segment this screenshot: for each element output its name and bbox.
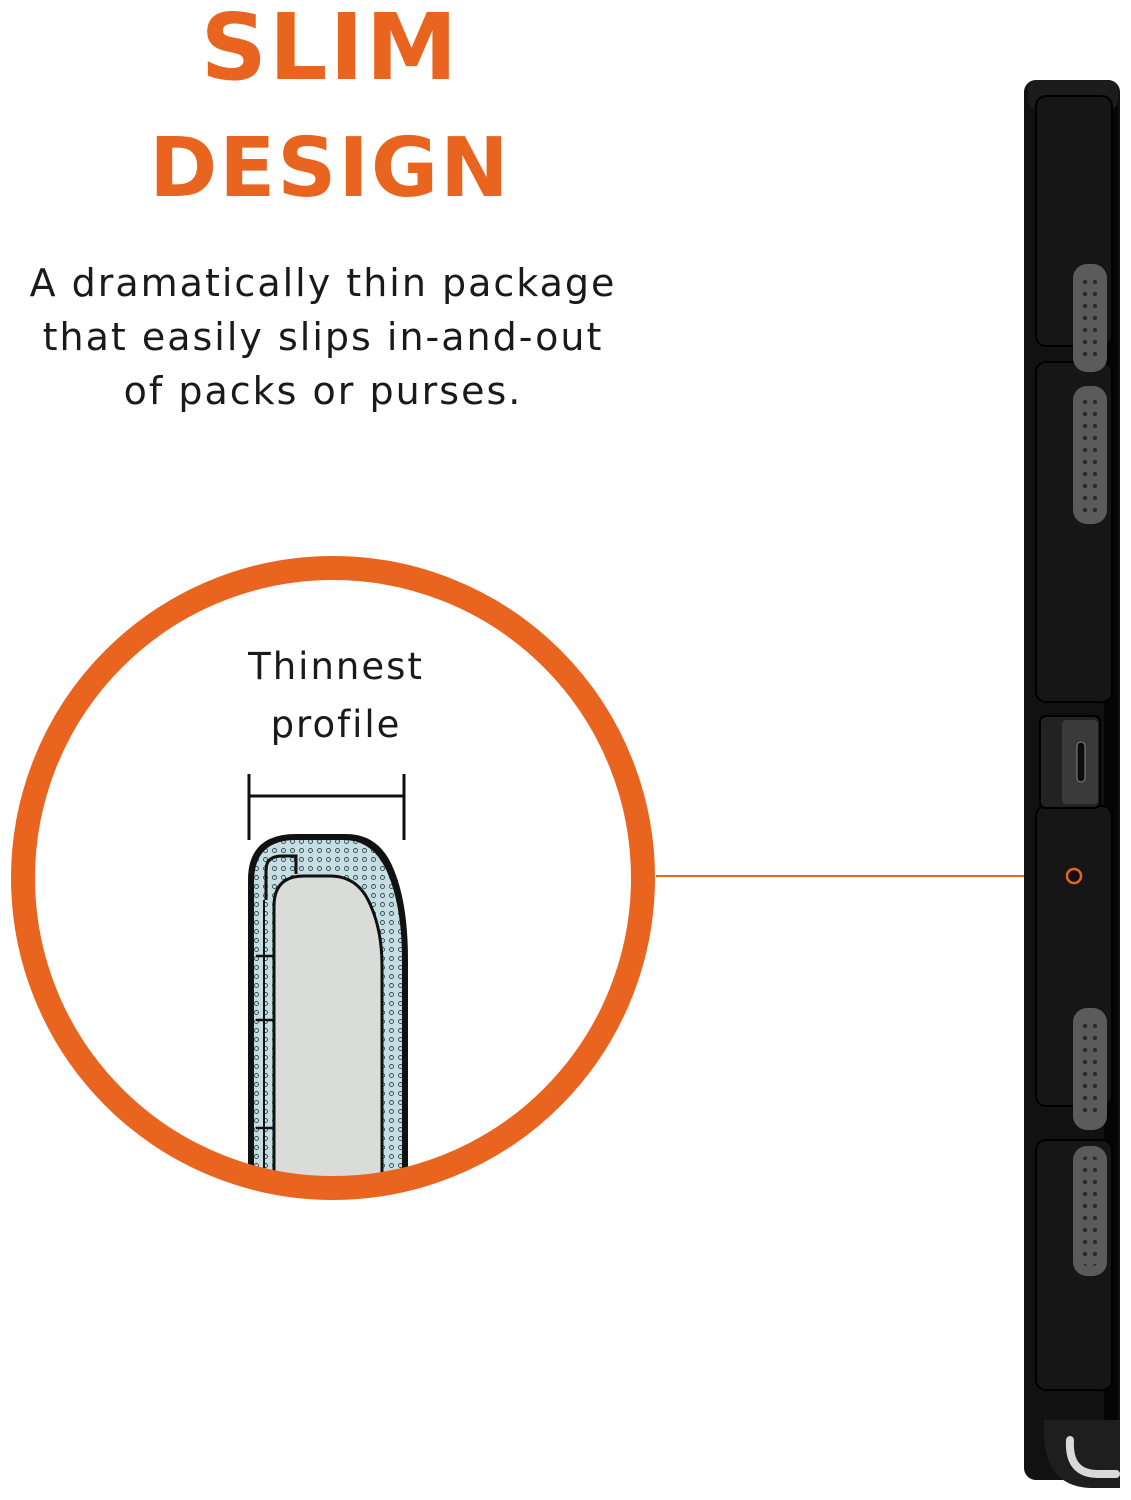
headline-slim: SLIM — [200, 0, 460, 101]
tagline-line-3: of packs or purses. — [123, 369, 523, 413]
usb-c-port-icon — [1039, 715, 1101, 809]
callout-label-profile: profile — [270, 703, 402, 746]
grip-lower-2 — [1073, 1146, 1107, 1276]
callout-marker-dot — [1065, 867, 1083, 885]
thickness-dimension-bracket — [247, 774, 406, 840]
headline-design: DESIGN — [149, 121, 511, 216]
magnifier-ring — [11, 556, 655, 1200]
cross-section-detail — [248, 834, 408, 1188]
tablet-case-side-view — [1024, 80, 1120, 1488]
grip-upper-2 — [1073, 386, 1107, 524]
grip-upper-1 — [1073, 264, 1107, 372]
pencil-strap-loop — [1043, 1420, 1120, 1488]
tagline-line-2: that easily slips in-and-out — [42, 315, 604, 359]
callout-label-thinnest: Thinnest — [248, 645, 424, 688]
grip-lower-1 — [1073, 1008, 1107, 1130]
tagline-line-1: A dramatically thin package — [29, 261, 617, 305]
